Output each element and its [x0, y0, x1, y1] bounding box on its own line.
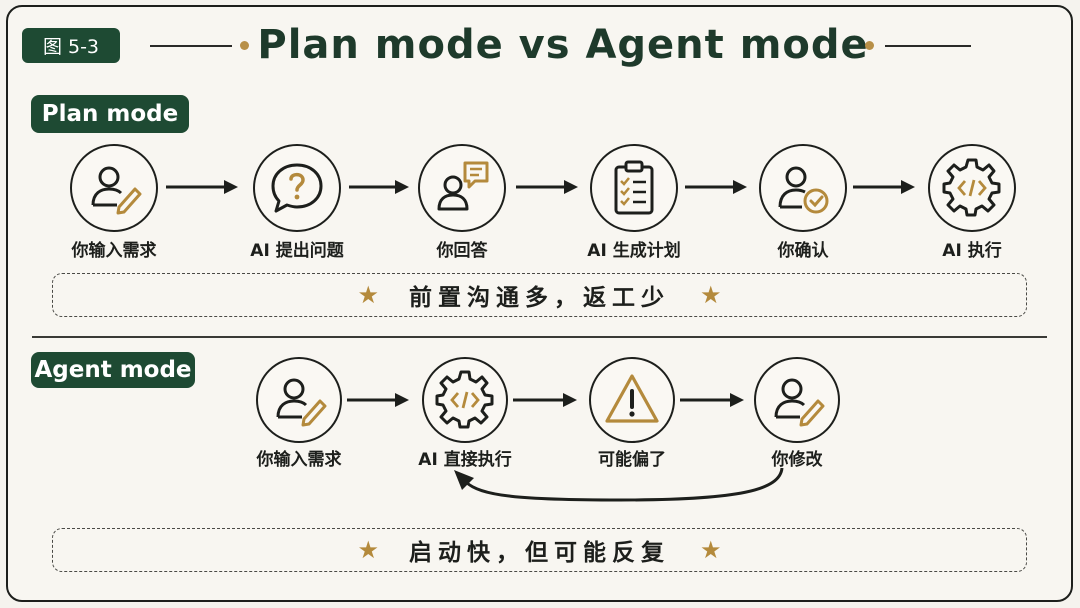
gear-code-icon — [942, 158, 1001, 217]
agent-step-1-label: 你输入需求 — [256, 450, 342, 470]
plan-arrow-5 — [853, 177, 915, 197]
user-edit-icon — [91, 166, 142, 215]
plan-arrow-1 — [166, 177, 238, 197]
plan-step-3-node — [418, 144, 506, 232]
plan-step-6-label: AI 执行 — [942, 241, 1002, 261]
plan-step-4-label: AI 生成计划 — [587, 241, 681, 261]
plan-mode-label: Plan mode — [31, 95, 189, 133]
plan-step-5-label: 你确认 — [777, 241, 829, 261]
plan-note-text: 前置沟通多，返工少 — [409, 285, 670, 311]
star-icon: ★ — [357, 536, 379, 564]
feedback-loop-arrow — [454, 467, 784, 502]
user-check-icon — [778, 166, 829, 214]
star-icon: ★ — [700, 536, 722, 564]
warning-icon — [605, 374, 659, 423]
star-icon: ★ — [700, 281, 722, 309]
plan-step-2-label: AI 提出问题 — [250, 241, 344, 261]
plan-step-4-node — [590, 144, 678, 232]
agent-arrow-3 — [680, 390, 744, 410]
agent-note-text: 启动快，但可能反复 — [409, 540, 670, 566]
plan-step-5-node — [759, 144, 847, 232]
page-title: Plan mode vs Agent mode — [257, 22, 869, 68]
plan-arrow-4 — [685, 177, 747, 197]
title-dot-right — [865, 41, 874, 50]
plan-note-box: ★ 前置沟通多，返工少 ★ — [52, 273, 1027, 317]
agent-step-3-node — [589, 357, 675, 443]
agent-step-3-label: 可能偏了 — [598, 450, 666, 470]
question-bubble-icon — [271, 163, 323, 213]
agent-note-box: ★ 启动快，但可能反复 ★ — [52, 528, 1027, 572]
plan-step-2-node — [253, 144, 341, 232]
plan-arrow-2 — [349, 177, 409, 197]
plan-step-1-label: 你输入需求 — [71, 241, 157, 261]
title-rule-left — [150, 45, 232, 47]
plan-step-3-label: 你回答 — [436, 241, 488, 261]
section-divider — [32, 336, 1047, 338]
plan-step-6-node — [928, 144, 1016, 232]
title-dot-left — [240, 41, 249, 50]
agent-step-2-node — [422, 357, 508, 443]
clipboard-checklist-icon — [614, 160, 654, 215]
agent-step-4-label: 你修改 — [771, 450, 823, 470]
user-edit-icon — [774, 378, 825, 427]
figure-tag: 图 5-3 — [22, 28, 120, 63]
gear-code-icon — [435, 370, 494, 429]
agent-step-4-node — [754, 357, 840, 443]
title-rule-right — [885, 45, 971, 47]
star-icon: ★ — [357, 281, 379, 309]
user-chat-icon — [437, 161, 489, 211]
plan-step-1-node — [70, 144, 158, 232]
user-edit-icon — [276, 378, 327, 427]
agent-step-1-node — [256, 357, 342, 443]
agent-step-2-label: AI 直接执行 — [418, 450, 512, 470]
plan-arrow-3 — [516, 177, 578, 197]
agent-arrow-1 — [347, 390, 409, 410]
agent-arrow-2 — [513, 390, 577, 410]
agent-mode-label: Agent mode — [31, 352, 195, 388]
